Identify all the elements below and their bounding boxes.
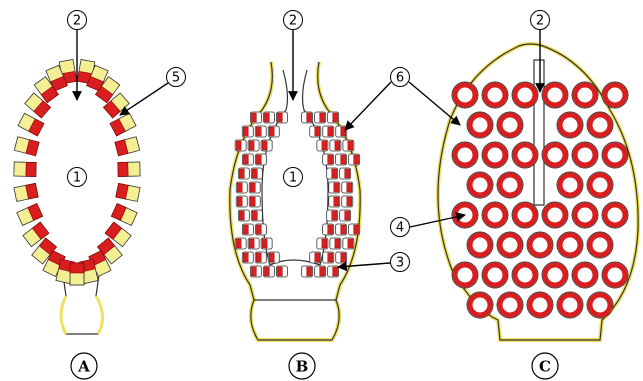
panel-b-cell-content xyxy=(256,155,261,164)
panel-b-diagram xyxy=(230,62,360,340)
panel-b-cell-content xyxy=(277,113,282,122)
panel-b-cell-content xyxy=(251,267,256,276)
panel-b-cell-content xyxy=(307,113,312,122)
panel-b-cell-content xyxy=(328,155,333,164)
panel-b-cell-content xyxy=(237,197,242,206)
panel-b-cell-content xyxy=(332,211,337,220)
panel-b-cell-content xyxy=(239,211,244,220)
panel-b-cell-content xyxy=(256,127,261,136)
panel-b-cell-content xyxy=(354,225,359,234)
panel-label-b: B xyxy=(289,353,315,379)
panel-b-cell-content xyxy=(348,239,353,248)
panel-b-cell-content xyxy=(348,141,353,150)
callout-b-cell-label: 3 xyxy=(396,256,404,271)
panel-b-cell-content xyxy=(322,141,327,150)
panel-b-cell-content xyxy=(332,169,337,178)
panel-a-cell xyxy=(14,183,38,201)
callout-a-layer: 5 xyxy=(120,68,186,116)
panel-b-cell-content xyxy=(249,239,254,248)
panel-b-cell-content xyxy=(320,267,325,276)
panel-b-cell-content xyxy=(341,155,346,164)
panel-b-cell-content xyxy=(239,169,244,178)
panel-b-cell-content xyxy=(328,127,333,136)
panel-b-cell-content xyxy=(277,267,282,276)
panel-b-cell-content xyxy=(333,113,338,122)
callout-b-center-label: 1 xyxy=(289,171,297,186)
callout-a-top: 2 xyxy=(68,11,87,101)
callout-a-top-label: 2 xyxy=(73,14,81,29)
panel-a-cell xyxy=(14,162,36,177)
panel-b-cell-content xyxy=(243,155,248,164)
panel-b-cell-content xyxy=(262,239,267,248)
panel-b-cell-content xyxy=(251,113,256,122)
panel-b-cell-content xyxy=(237,183,242,192)
callout-a-layer-label: 5 xyxy=(172,71,180,86)
panel-a-cell xyxy=(17,204,43,226)
panel-b-cell-content xyxy=(341,253,346,262)
panel-b-cell-content xyxy=(345,169,350,178)
panel-label-a: A xyxy=(71,353,97,379)
panel-b-cell-content xyxy=(256,253,261,262)
panel-b-cell-content xyxy=(354,155,359,164)
panel-label-a-text: A xyxy=(77,358,90,376)
panel-a-diagram xyxy=(14,60,140,334)
panel-a-cell xyxy=(115,137,140,156)
panel-b-cell-content xyxy=(264,267,269,276)
panel-a-cell xyxy=(111,204,137,226)
callout-b-center: 1 xyxy=(284,168,303,187)
panel-b-cell-content xyxy=(335,239,340,248)
panel-b-cell-content xyxy=(236,239,241,248)
panel-a-cell xyxy=(116,183,140,201)
panel-b-cell-content xyxy=(307,267,312,276)
callout-a-center: 1 xyxy=(68,168,87,187)
panel-a-cell xyxy=(14,137,39,156)
panel-b-cell-content xyxy=(322,239,327,248)
panel-b-cell-content xyxy=(269,127,274,136)
panel-c-cleft xyxy=(534,60,544,205)
panel-b-cell-content xyxy=(341,127,346,136)
panel-b-cell-content xyxy=(334,183,339,192)
panel-b-cell-content xyxy=(243,127,248,136)
panel-b-cell-content xyxy=(236,141,241,150)
panel-label-c: C xyxy=(532,353,558,379)
callout-c-cell-label: 4 xyxy=(396,221,404,236)
panel-b-cell-content xyxy=(264,113,269,122)
panel-a-cell xyxy=(118,162,140,177)
panel-b-cell-content xyxy=(341,225,346,234)
panel-label-b-text: B xyxy=(296,358,309,376)
panel-b-cell-content xyxy=(345,211,350,220)
callout-b-top-label: 2 xyxy=(289,14,297,29)
panel-b-cell-content xyxy=(334,197,339,206)
panel-b-cell-content xyxy=(315,253,320,262)
panel-b-cell-content xyxy=(250,197,255,206)
panel-b-cell-content xyxy=(269,253,274,262)
panel-b-cell-content xyxy=(328,253,333,262)
panel-b-cell-content xyxy=(333,267,338,276)
panel-b-cell-content xyxy=(256,225,261,234)
panel-b-cell-content xyxy=(252,211,257,220)
panel-b-cell-content xyxy=(250,183,255,192)
panel-b-cell-content xyxy=(252,169,257,178)
panel-b-cell-content xyxy=(347,197,352,206)
callout-a-center-label: 1 xyxy=(73,171,81,186)
panel-b-cell-content xyxy=(243,253,248,262)
panel-b-cell-content xyxy=(328,225,333,234)
panel-label-c-text: C xyxy=(539,358,551,376)
panel-b-cell-content xyxy=(243,225,248,234)
callout-c-top-label: 2 xyxy=(536,14,544,29)
panel-c-diagram xyxy=(438,44,638,340)
panel-a-cell xyxy=(70,263,84,285)
callout-b-layer: 6 xyxy=(345,68,460,131)
panel-b-cell-content xyxy=(335,141,340,150)
panel-b-cell-content xyxy=(347,183,352,192)
panel-b-cell-content xyxy=(262,141,267,150)
callout-b-layer-label: 6 xyxy=(396,71,404,86)
panel-b-cell-content xyxy=(320,113,325,122)
panel-b-cell-content xyxy=(315,127,320,136)
panel-b-cell-content xyxy=(249,141,254,150)
